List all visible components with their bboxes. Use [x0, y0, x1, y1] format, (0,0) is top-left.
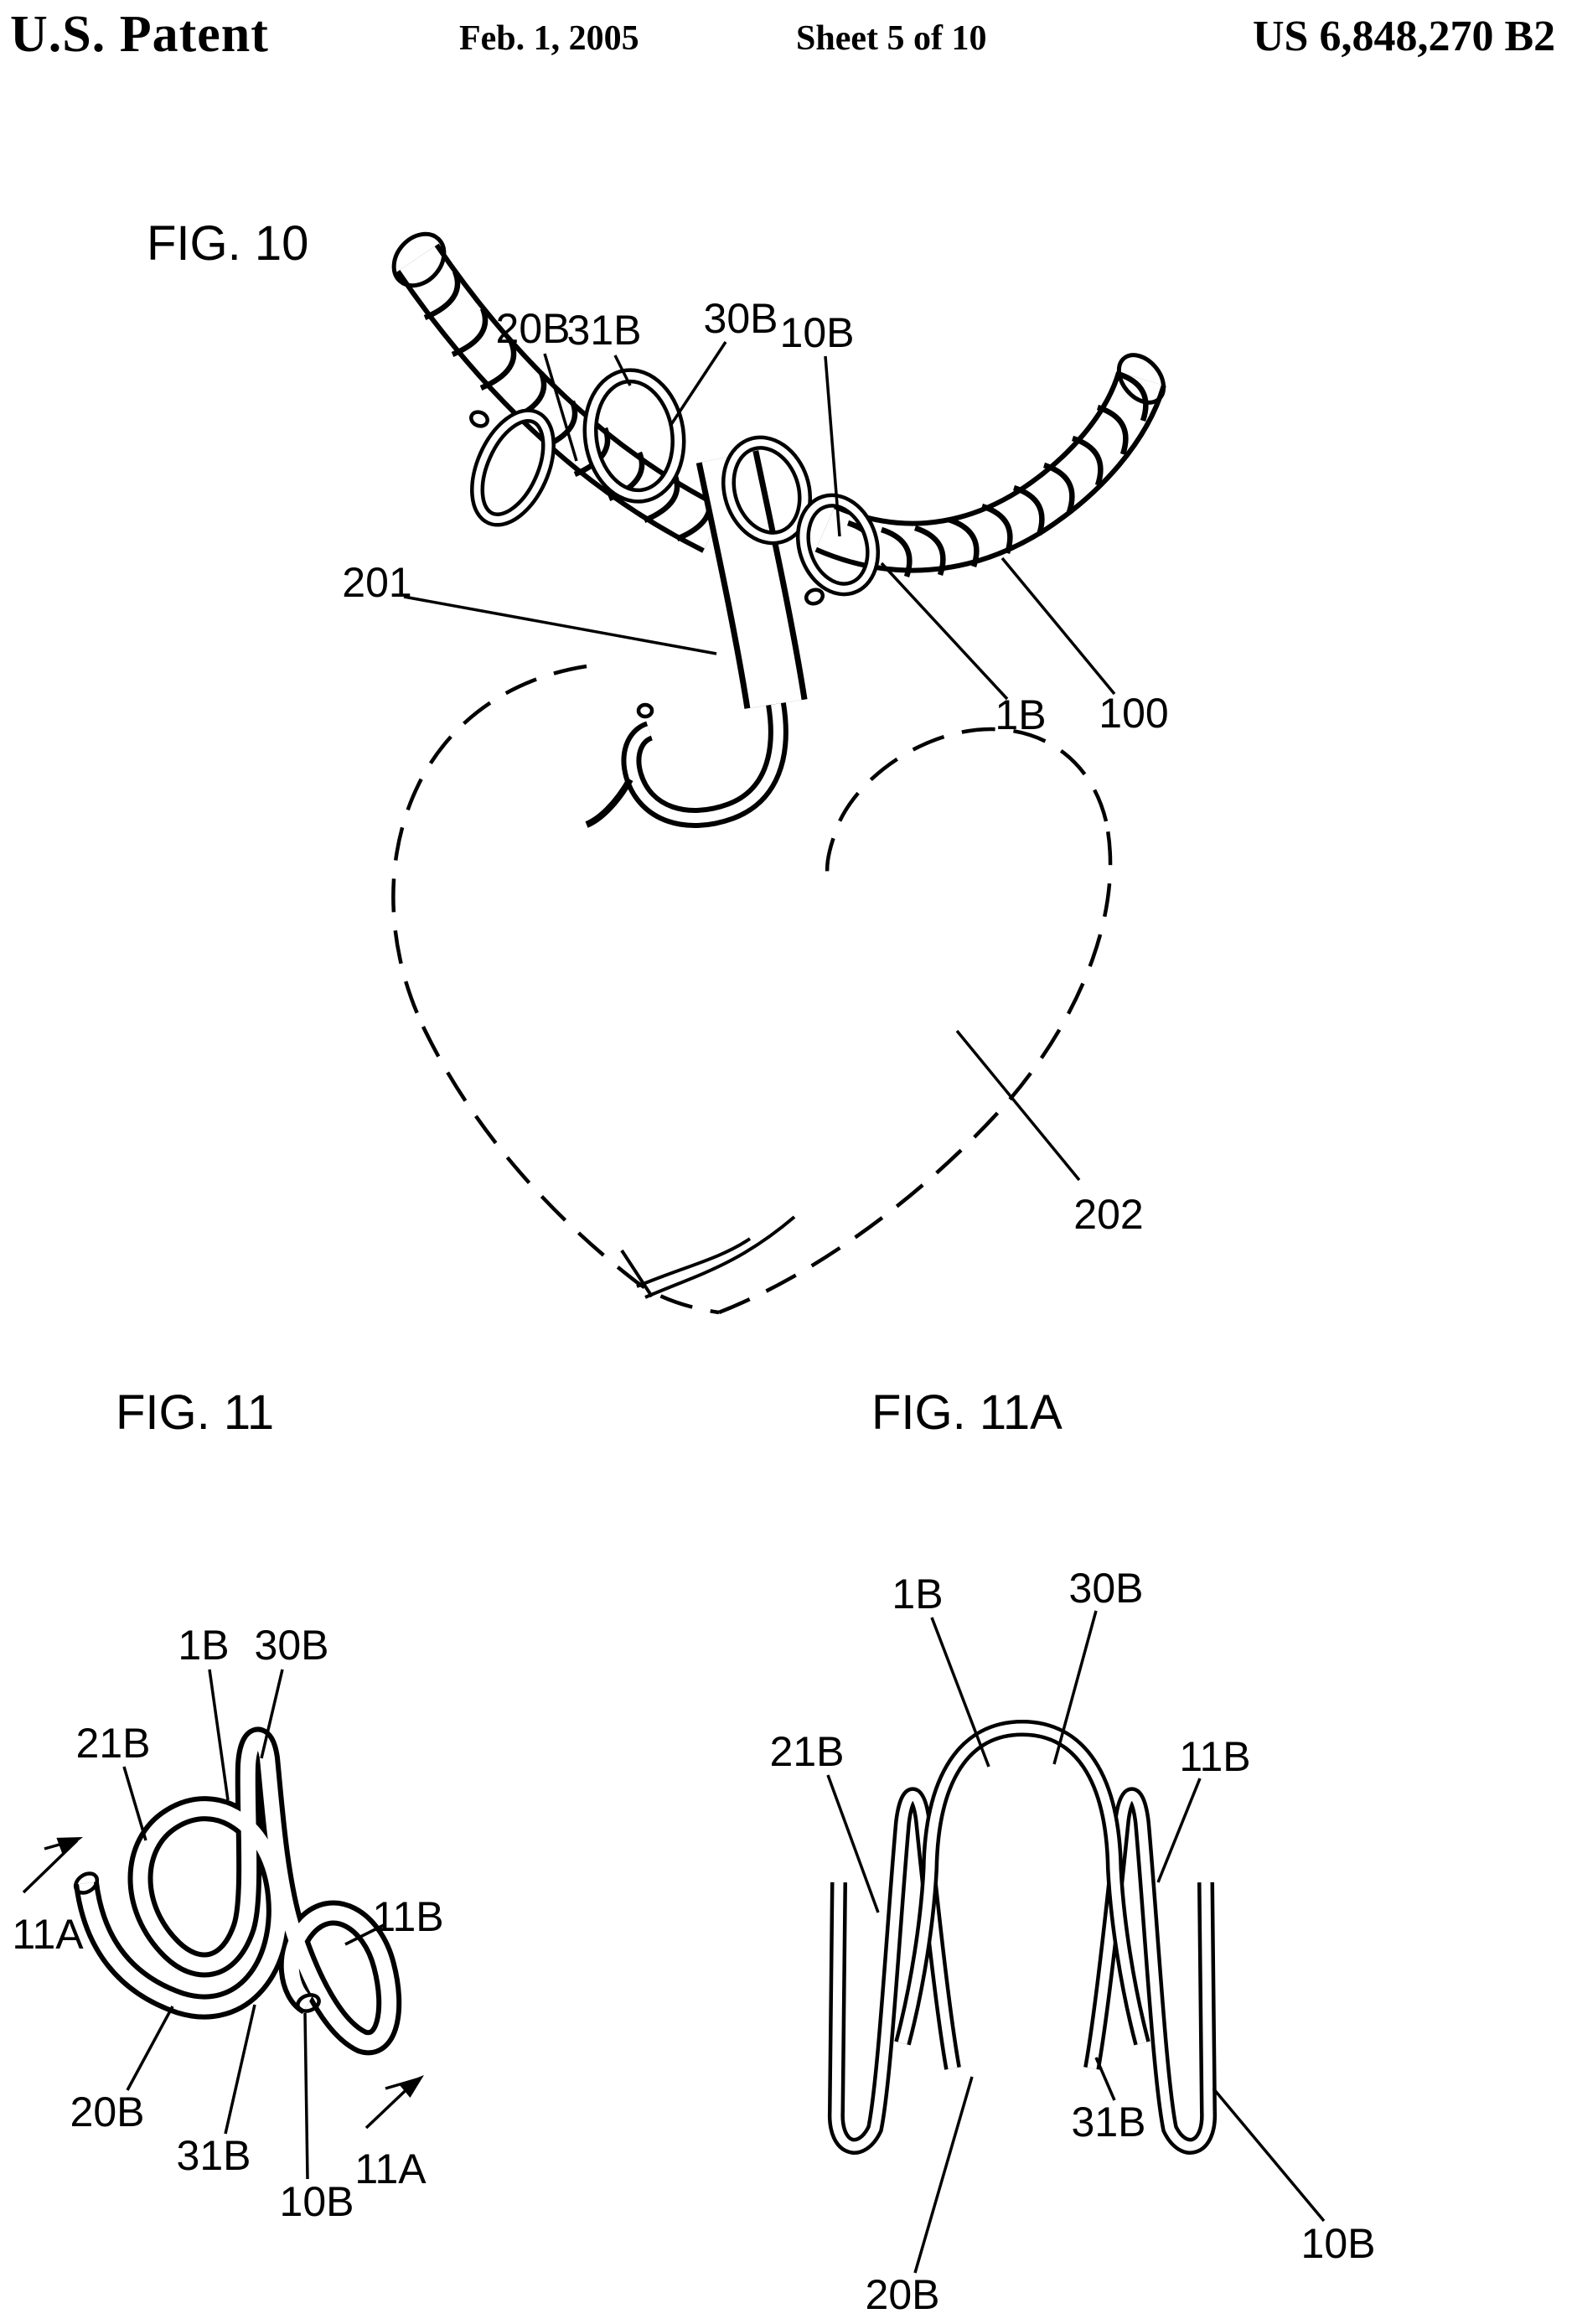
heart-outline-bottom-left — [421, 1026, 720, 1315]
fig11a-leader-30B — [1052, 1610, 1098, 1765]
fig11-leader-10B — [303, 2012, 309, 2180]
fig11a-leader-31B — [1094, 2057, 1116, 2101]
fig11-title: FIG. 11 — [116, 1385, 274, 1440]
fig11-wire-end-cap-right — [296, 1993, 321, 2013]
fig11a-leader-10B — [1212, 2087, 1326, 2223]
fig11-wire-end-cap-left — [73, 1871, 100, 1895]
fig11-leader-11B — [344, 1923, 386, 1946]
ring-30B — [721, 435, 813, 546]
heart-base-mark-inner — [636, 1237, 752, 1288]
fig11-section-arrowhead-11A — [56, 1837, 83, 1854]
fig10-heart-outline — [391, 664, 1113, 1315]
fig11-ref-31B: 31B — [177, 2132, 251, 2179]
coil-20B — [469, 408, 556, 527]
ring-1B — [795, 493, 881, 606]
fig11-ref-11B: 11B — [372, 1893, 443, 1940]
fig10-ref-10B: 10B — [780, 309, 855, 356]
fig10-leader-1B — [880, 562, 1009, 701]
fig11a-ref-21B: 21B — [770, 1728, 845, 1775]
wire-end-pin-left — [469, 410, 489, 428]
wire-end-pin-right — [804, 587, 825, 606]
fig10-device — [391, 231, 1166, 828]
hook-knob — [636, 702, 654, 719]
fig11a-title: FIG. 11A — [871, 1385, 1063, 1440]
heart-outline-left — [391, 664, 587, 1027]
fig11a-fastener-section — [827, 1719, 1218, 2155]
fig11a-right-hook-and-peak — [1083, 1787, 1218, 2155]
fig11a-leader-21B — [826, 1774, 880, 1913]
fig11a-leader-1B — [930, 1617, 990, 1768]
fig11-ref-10B: 10B — [280, 2178, 354, 2225]
patent-header-date: Feb. 1, 2005 — [459, 19, 639, 58]
fig10-leader-10B — [824, 355, 841, 537]
fig11-leader-21B — [122, 1766, 147, 1841]
fig11-fastener — [73, 1726, 402, 2056]
fig10-ref-202: 202 — [1073, 1191, 1143, 1238]
fig10-ref-20B: 20B — [496, 305, 571, 352]
left-ribbed-tube — [391, 231, 726, 553]
fig11-section-label-11A: 11A — [354, 2145, 427, 2192]
fig11a-leader-11B — [1156, 1778, 1202, 1883]
fig11-section-arrow-line-11A-1 — [22, 1839, 79, 1894]
fig11a-left-hook-and-peak — [827, 1787, 961, 2155]
fig11a-ref-31B: 31B — [1072, 2099, 1146, 2145]
fig10-ref-31B: 31B — [567, 307, 642, 354]
fig10-leader-201 — [403, 595, 717, 655]
fig11a-central-dome — [894, 1719, 1150, 2046]
fig11-ref-30B: 30B — [255, 1622, 329, 1669]
fig11-section-label-11A: 11A — [12, 1911, 84, 1958]
heart-outline-bottom-right — [718, 820, 1113, 1315]
fig11-ref-20B: 20B — [70, 2088, 145, 2135]
fig11a-ref-11B: 11B — [1179, 1733, 1250, 1780]
fig11-ref-1B: 1B — [178, 1622, 229, 1669]
fig10-ref-1B: 1B — [995, 691, 1046, 738]
fig11a-ref-20B: 20B — [866, 2271, 940, 2318]
fig10-title: FIG. 10 — [147, 216, 308, 271]
heart-apex-mark — [620, 1249, 654, 1298]
patent-header-sheet: Sheet 5 of 10 — [796, 19, 987, 58]
fig10-leader-100 — [1000, 556, 1116, 696]
fig11a-ref-1B: 1B — [892, 1571, 943, 1617]
heart-base-mark-outer — [644, 1215, 796, 1299]
fig10-leader-20B — [543, 353, 578, 462]
fig11a-ref-30B: 30B — [1069, 1565, 1144, 1612]
fig10-leader-202 — [955, 1029, 1081, 1182]
fig11a-ref-10B: 10B — [1301, 2220, 1376, 2267]
fig10-leader-31B — [613, 355, 632, 386]
fig11-section-arrowhead-11A — [399, 2075, 424, 2098]
fig11-leader-31B — [224, 2004, 256, 2135]
fig10-ref-30B: 30B — [704, 295, 778, 342]
fig11-leader-20B — [126, 2006, 174, 2091]
fig11-leader-30B — [260, 1669, 284, 1759]
fig11a-leader-20B — [913, 2076, 974, 2274]
fig10-leader-30B — [669, 341, 727, 427]
fig11-ref-21B: 21B — [76, 1720, 151, 1767]
fig10-ref-201: 201 — [342, 559, 411, 606]
heart-outline-right — [825, 727, 1109, 879]
fig10-ref-100: 100 — [1099, 690, 1168, 737]
patent-header-title: U.S. Patent — [10, 6, 269, 63]
patent-header-number: US 6,848,270 B2 — [1253, 13, 1556, 60]
fig11-leader-1B — [208, 1669, 230, 1801]
hook-tip — [585, 778, 633, 828]
